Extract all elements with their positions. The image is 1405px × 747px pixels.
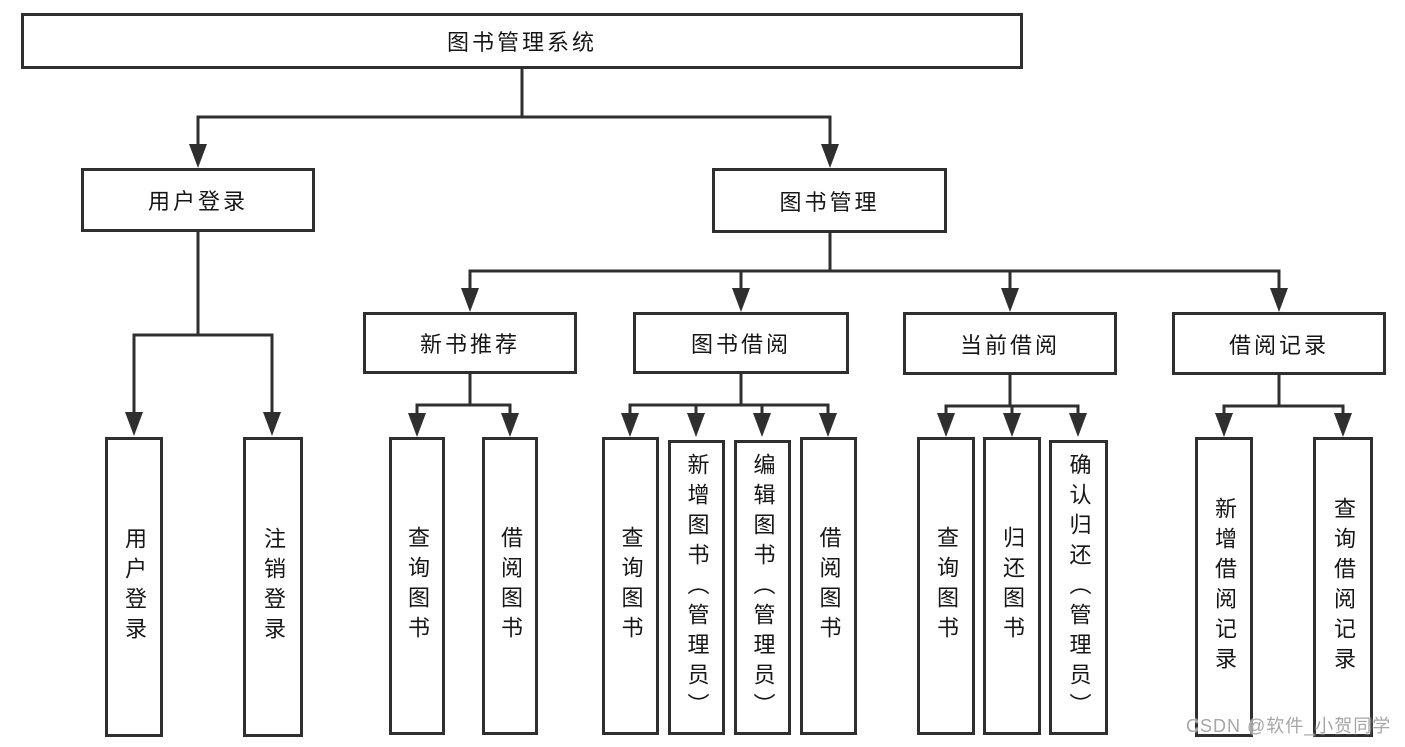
leaf-logout-login: 注销登录 (243, 437, 303, 737)
node-user-login: 用户登录 (81, 168, 315, 232)
node-new-book-recommendation: 新书推荐 (363, 312, 577, 374)
leaf-user-login: 用户登录 (105, 437, 163, 737)
csdn-watermark: CSDN @软件_小贺同学 (1186, 716, 1392, 736)
leaf-newbook-query-books: 查询图书 (389, 437, 445, 735)
leaf-add-books-admin: 新增图书（管理员） (668, 440, 725, 735)
node-book-management: 图书管理 (712, 168, 947, 233)
leaf-confirm-return-admin: 确认归还（管理员） (1049, 440, 1108, 735)
leaf-edit-books-admin: 编辑图书（管理员） (734, 440, 791, 735)
node-library-management-system: 图书管理系统 (21, 13, 1023, 69)
leaf-query-borrow-record: 查询借阅记录 (1313, 437, 1373, 737)
node-current-borrowing: 当前借阅 (903, 312, 1117, 375)
leaf-return-books: 归还图书 (983, 437, 1041, 735)
leaf-borrow-query-books: 查询图书 (602, 437, 659, 735)
leaf-borrow-borrow-books: 借阅图书 (800, 437, 857, 735)
leaf-add-borrow-record: 新增借阅记录 (1195, 437, 1253, 737)
node-borrowing-records: 借阅记录 (1172, 312, 1386, 375)
node-book-borrowing: 图书借阅 (633, 312, 849, 374)
leaf-current-query-books: 查询图书 (917, 437, 975, 735)
leaf-newbook-borrow-books: 借阅图书 (482, 437, 538, 735)
